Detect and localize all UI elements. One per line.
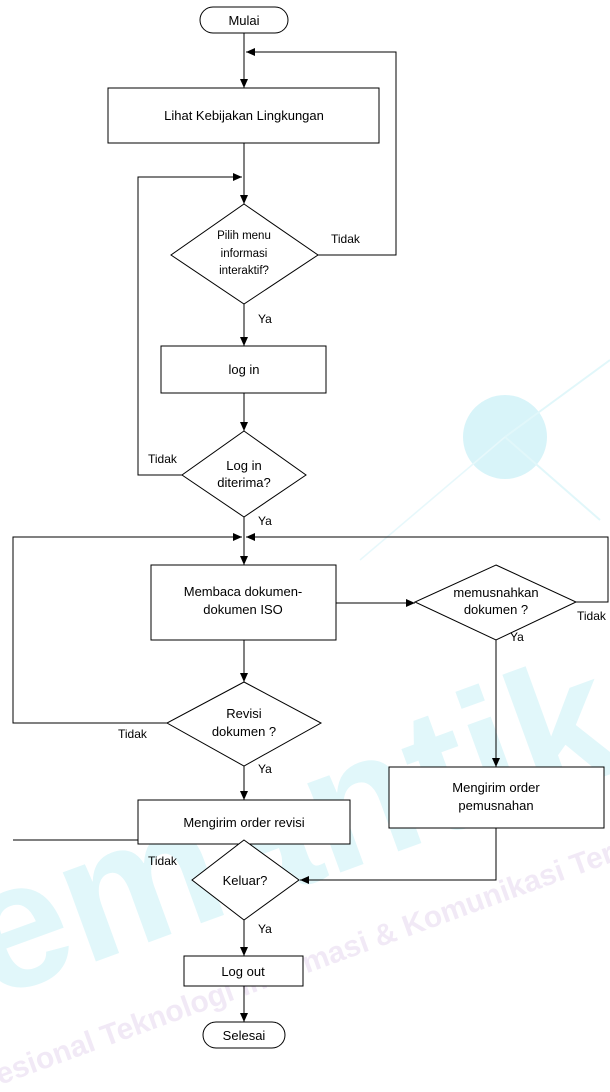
send-revision-process: Mengirim order revisi bbox=[137, 799, 351, 845]
edge-labels: Tidak Ya Tidak Ya Tidak Ya Tidak Ya Tida… bbox=[118, 232, 607, 936]
choose-menu-label-1: Pilih menu bbox=[217, 230, 271, 242]
edge-label-no-destroy: Tidak bbox=[577, 609, 607, 623]
edge-label-yes-menu: Ya bbox=[258, 312, 272, 326]
edge-label-yes-revise: Ya bbox=[258, 762, 272, 776]
end-terminator: Selesai bbox=[202, 1021, 286, 1049]
edge-label-yes-login: Ya bbox=[258, 514, 272, 528]
start-label: Mulai bbox=[228, 13, 259, 28]
send-destroy-label-1: Mengirim order bbox=[452, 780, 540, 795]
login-ok-decision: Log in diterima? bbox=[181, 430, 307, 518]
edge-label-no-exit: Tidak bbox=[148, 854, 178, 868]
send-destroy-label-2: pemusnahan bbox=[458, 798, 533, 813]
edge-label-yes-destroy: Ya bbox=[510, 630, 524, 644]
choose-menu-label-3: interaktif? bbox=[219, 265, 269, 277]
end-label: Selesai bbox=[223, 1028, 266, 1043]
revise-docs-label-2: dokumen ? bbox=[212, 724, 276, 739]
edge-label-yes-exit: Ya bbox=[258, 922, 272, 936]
exit-label: Keluar? bbox=[223, 873, 268, 888]
exit-decision: Keluar? bbox=[191, 839, 300, 921]
login-process: log in bbox=[160, 345, 327, 394]
choose-menu-label-2: informasi bbox=[221, 248, 268, 260]
edge-label-no-login: Tidak bbox=[148, 452, 178, 466]
logout-label: Log out bbox=[221, 964, 265, 979]
read-docs-label-2: dokumen ISO bbox=[203, 602, 283, 617]
view-policy-process: Lihat Kebijakan Lingkungan bbox=[107, 87, 380, 144]
read-docs-label-1: Membaca dokumen- bbox=[184, 584, 303, 599]
revise-docs-decision: Revisi dokumen ? bbox=[165, 681, 323, 767]
revise-docs-label-1: Revisi bbox=[226, 706, 262, 721]
connectors bbox=[12, 33, 609, 1022]
login-ok-label-1: Log in bbox=[226, 458, 261, 473]
logout-process: Log out bbox=[183, 955, 304, 987]
choose-menu-decision: Pilih menu informasi interaktif? bbox=[170, 203, 319, 305]
read-docs-process: Membaca dokumen- dokumen ISO bbox=[150, 564, 337, 641]
start-terminator: Mulai bbox=[199, 6, 289, 34]
destroy-docs-decision: memusnahkan dokumen ? bbox=[413, 564, 578, 641]
edge-label-no-menu: Tidak bbox=[331, 232, 361, 246]
login-label: log in bbox=[228, 362, 259, 377]
send-revision-label: Mengirim order revisi bbox=[183, 815, 304, 830]
edge-label-no-revise: Tidak bbox=[118, 727, 148, 741]
send-destroy-process: Mengirim order pemusnahan bbox=[388, 766, 605, 829]
view-policy-label: Lihat Kebijakan Lingkungan bbox=[164, 108, 324, 123]
destroy-docs-label-1: memusnahkan bbox=[453, 585, 538, 600]
login-ok-label-2: diterima? bbox=[217, 475, 270, 490]
destroy-docs-label-2: dokumen ? bbox=[464, 602, 528, 617]
